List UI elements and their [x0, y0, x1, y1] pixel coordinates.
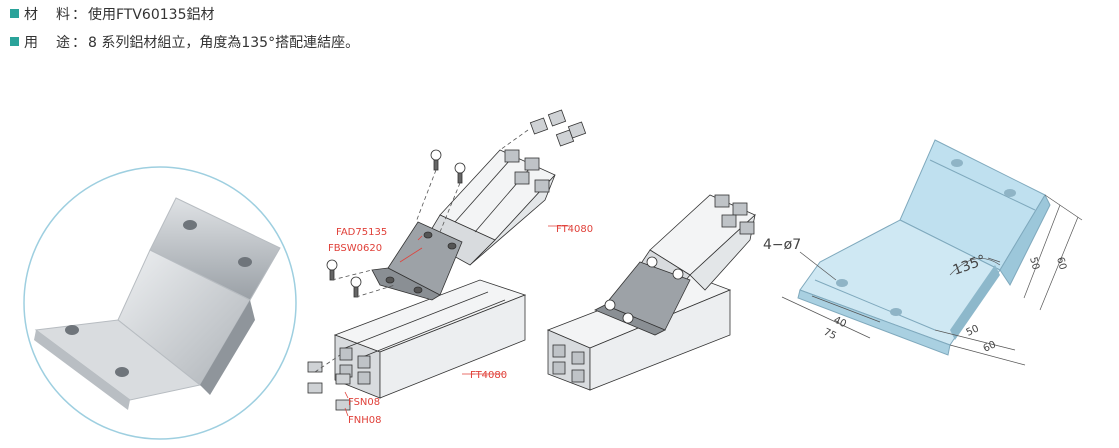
callout-fnh08: FNH08	[348, 415, 381, 426]
material-value: 使用FTV60135鋁材	[88, 7, 215, 23]
usage-value: 8 系列鋁材組立，角度為135°搭配連結座。	[88, 35, 360, 51]
assembled-view-drawing	[546, 194, 756, 391]
spec-usage-line: 用 途：8 系列鋁材組立，角度為135°搭配連結座。	[10, 32, 359, 52]
dim-40: 40	[832, 315, 848, 330]
callout-ft4080-bottom: FT4080	[470, 370, 507, 381]
material-label: 材 料：	[24, 7, 88, 23]
callout-ft4080-top: FT4080	[556, 224, 593, 235]
usage-label: 用 途：	[24, 35, 88, 51]
dim-60-bottom: 60	[982, 339, 998, 354]
dim-50-right: 50	[1027, 256, 1041, 271]
dim-75: 75	[822, 327, 838, 342]
dim-50-bottom: 50	[965, 323, 981, 338]
dimensioned-bracket-drawing	[781, 139, 1083, 366]
dim-60-right: 60	[1054, 256, 1068, 271]
callout-fsn08: FSN08	[348, 397, 380, 408]
bullet-square-icon	[10, 9, 19, 18]
exploded-assembly-drawing	[307, 109, 587, 417]
bullet-square-icon	[10, 37, 19, 46]
callout-fbsw0620: FBSW0620	[328, 243, 382, 254]
spec-material-line: 材 料：使用FTV60135鋁材	[10, 4, 214, 24]
dim-holes: 4−ø7	[763, 237, 801, 253]
callout-fad75135: FAD75135	[336, 227, 387, 238]
bracket-photo	[23, 166, 297, 440]
